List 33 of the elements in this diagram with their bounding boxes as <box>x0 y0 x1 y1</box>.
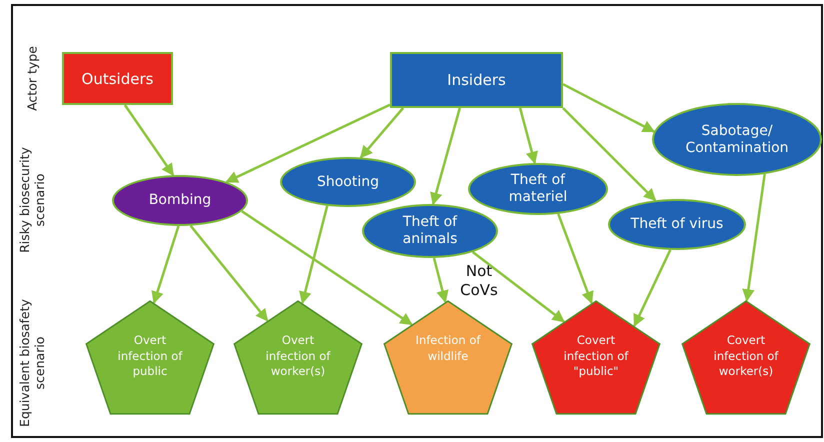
arrow <box>299 206 328 304</box>
arrow <box>432 258 449 303</box>
scenario-ellipse: Bombing <box>112 175 248 226</box>
arrow <box>225 104 391 184</box>
arrow <box>518 108 538 164</box>
row-label: Actor type <box>24 45 40 113</box>
arrow <box>472 251 565 323</box>
scenario-pentagon: Overt infection of worker(s) <box>233 300 363 415</box>
arrow <box>430 108 461 206</box>
arrow <box>557 213 594 304</box>
arrow <box>562 83 656 133</box>
row-label: Equivalent biosafety scenario <box>17 298 47 429</box>
scenario-ellipse: Shooting <box>280 157 416 207</box>
arrow <box>633 249 672 327</box>
arrow <box>124 104 174 176</box>
actor-box: Insiders <box>390 52 563 108</box>
arrow <box>742 174 766 302</box>
scenario-ellipse: Theft of virus <box>608 199 746 250</box>
scenario-pentagon: Covert infection of "public" <box>531 300 661 415</box>
annotation-text: Not CoVs <box>459 262 499 300</box>
scenario-pentagon: Overt infection of public <box>85 300 215 415</box>
scenario-pentagon: Covert infection of worker(s) <box>681 300 811 415</box>
scenario-pentagon: Infection of wildlife <box>383 300 513 415</box>
arrow <box>562 107 656 202</box>
arrow <box>360 107 404 158</box>
scenario-ellipse: Theft of animals <box>362 204 498 258</box>
arrow <box>190 224 268 322</box>
arrow <box>151 226 180 304</box>
row-label: Risky biosecurity scenario <box>17 146 47 255</box>
actor-box: Outsiders <box>62 52 173 105</box>
scenario-ellipse: Sabotage/ Contamination <box>652 103 822 176</box>
scenario-ellipse: Theft of materiel <box>468 163 608 215</box>
arrow <box>241 210 413 326</box>
